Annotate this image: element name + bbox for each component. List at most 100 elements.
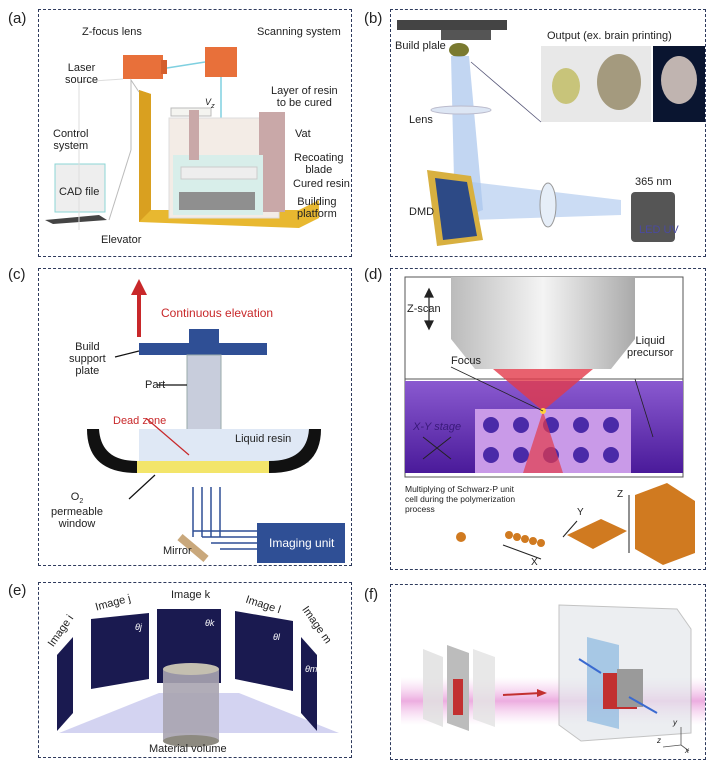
panel-f-label: (f) — [364, 586, 379, 603]
panel-d-label: (d) — [364, 266, 383, 283]
laptop-base — [45, 215, 107, 224]
caption-line1: Multiplying of Schwarz-P unit — [405, 484, 514, 494]
layer-line2: to be cured — [276, 97, 332, 110]
lens — [430, 105, 492, 115]
light-arrows — [192, 487, 257, 550]
z-focus-lens-box — [161, 60, 167, 74]
scanning-system-box — [205, 47, 237, 77]
build-line2: support — [69, 353, 106, 366]
laser-cone — [493, 369, 593, 411]
material-volume-label: Material volume — [149, 743, 227, 755]
lens-label: Lens — [409, 114, 433, 126]
panel-b: Build plale Output (ex. brain printing) … — [390, 9, 706, 257]
building-line2: platform — [297, 208, 337, 221]
liquid-precursor-label: Liquid precursor — [627, 335, 673, 359]
build-line3: plate — [75, 365, 100, 378]
panel-b-illustration — [397, 20, 705, 246]
o2-window — [137, 461, 269, 473]
vat-label: Vat — [295, 128, 311, 140]
recoating-blade-label: Recoating blade — [294, 152, 344, 176]
continuous-elevation-label: Continuous elevation — [161, 306, 274, 320]
image-i-panel — [57, 637, 73, 731]
panel-a: Z-focus lens Scanning system Laser sourc… — [38, 9, 352, 257]
theta-i-label: θi — [75, 640, 82, 650]
panel-b-label: (b) — [364, 10, 383, 27]
build-plate-label: Build plale — [395, 40, 446, 52]
axis-y-label: Y — [577, 507, 584, 518]
z-scan-arrow — [424, 287, 434, 331]
dmd-label: DMD — [409, 206, 435, 218]
axis-y-label: y — [673, 718, 677, 727]
collimator-lens — [539, 182, 557, 228]
panel-e-label: (e) — [8, 582, 27, 599]
recoating-line2: blade — [305, 164, 333, 177]
theta-k-label: θk — [205, 618, 215, 628]
z-focus-lens-label: Z-focus lens — [82, 26, 142, 38]
o2-window-label: O2 permeable window — [51, 491, 103, 530]
mirror-label: Mirror — [163, 545, 192, 557]
unit-cells — [456, 483, 695, 565]
material-volume-cylinder — [163, 669, 219, 741]
image-l-panel — [235, 611, 293, 691]
vz-subscript: z — [211, 100, 215, 110]
caption-line2: cell during the polymerization — [405, 493, 516, 504]
led-uv-source — [631, 192, 675, 242]
schwarz-caption: Multiplying of Schwarz-P unit cell durin… — [405, 484, 516, 514]
permeable-line: permeable — [51, 505, 103, 518]
dead-zone-label: Dead zone — [113, 415, 167, 427]
control-system-label: Control system — [53, 128, 88, 152]
build-line1: Build — [75, 341, 100, 353]
output-label: Output (ex. brain printing) — [547, 30, 672, 42]
theta-l-label: θl — [273, 632, 280, 642]
image-k-label: Image k — [171, 589, 211, 601]
panel-a-illustration — [45, 47, 319, 230]
axis-x-label: X — [531, 557, 538, 568]
vz-symbol: V — [205, 97, 212, 107]
projection-slide-3 — [473, 649, 495, 727]
image-j-panel — [91, 613, 149, 689]
control-line1: Control — [53, 128, 89, 140]
build-plate — [397, 20, 507, 30]
cured-resin-label: Cured resin — [293, 178, 350, 190]
laptop-screen — [54, 163, 106, 213]
build-support-plate — [139, 343, 267, 355]
o2-symbol: O2 — [70, 491, 84, 506]
laser-source-line1: Laser — [67, 62, 96, 74]
axis-triad — [662, 727, 690, 752]
imaging-unit — [257, 523, 345, 563]
caption-line3: process — [405, 503, 435, 514]
objective-lens — [451, 277, 635, 339]
wavelength-label: 365 nm — [635, 176, 672, 188]
axis-x-label: x — [685, 746, 689, 755]
liquid-line1: Liquid — [635, 335, 665, 347]
cad-file-label: CAD file — [59, 186, 100, 198]
theta-m-label: θm — [305, 664, 318, 674]
panel-c-label: (c) — [8, 266, 26, 283]
mirror — [177, 534, 209, 562]
axis-z-label: z — [657, 736, 661, 745]
theta-j-label: θj — [135, 622, 142, 632]
building-platform-label: Building platform — [297, 196, 337, 220]
xy-stage-arrows — [422, 436, 452, 460]
panel-e-illustration — [57, 609, 339, 747]
led-uv-label: LED UV — [639, 224, 679, 236]
panel-a-label: (a) — [8, 10, 27, 27]
panel-c: Continuous elevation Build support plate… — [38, 268, 352, 566]
elevator-label: Elevator — [101, 234, 142, 246]
vat-left — [87, 429, 137, 473]
build-support-plate-label: Build support plate — [69, 341, 106, 377]
panel-f-illustration — [401, 604, 705, 752]
building-line1: Building — [297, 196, 337, 208]
panel-e: Image i Image j Image k Image l Image m … — [38, 582, 352, 758]
vat-right — [269, 429, 321, 473]
panel-f: y z x — [390, 584, 706, 760]
elevator — [139, 90, 319, 228]
xy-stage-label: X-Y stage — [413, 421, 462, 433]
focus-label: Focus — [451, 355, 481, 367]
recoating-line1: Recoating — [294, 152, 344, 164]
image-m-panel — [301, 637, 317, 731]
panel-d: Z-scan Focus Liquid precursor X-Y stage … — [390, 268, 706, 570]
liquid-resin-label: Liquid resin — [235, 433, 292, 445]
layer-line1: Layer of resin — [271, 85, 338, 97]
laser-source-label: Laser source — [65, 62, 98, 86]
